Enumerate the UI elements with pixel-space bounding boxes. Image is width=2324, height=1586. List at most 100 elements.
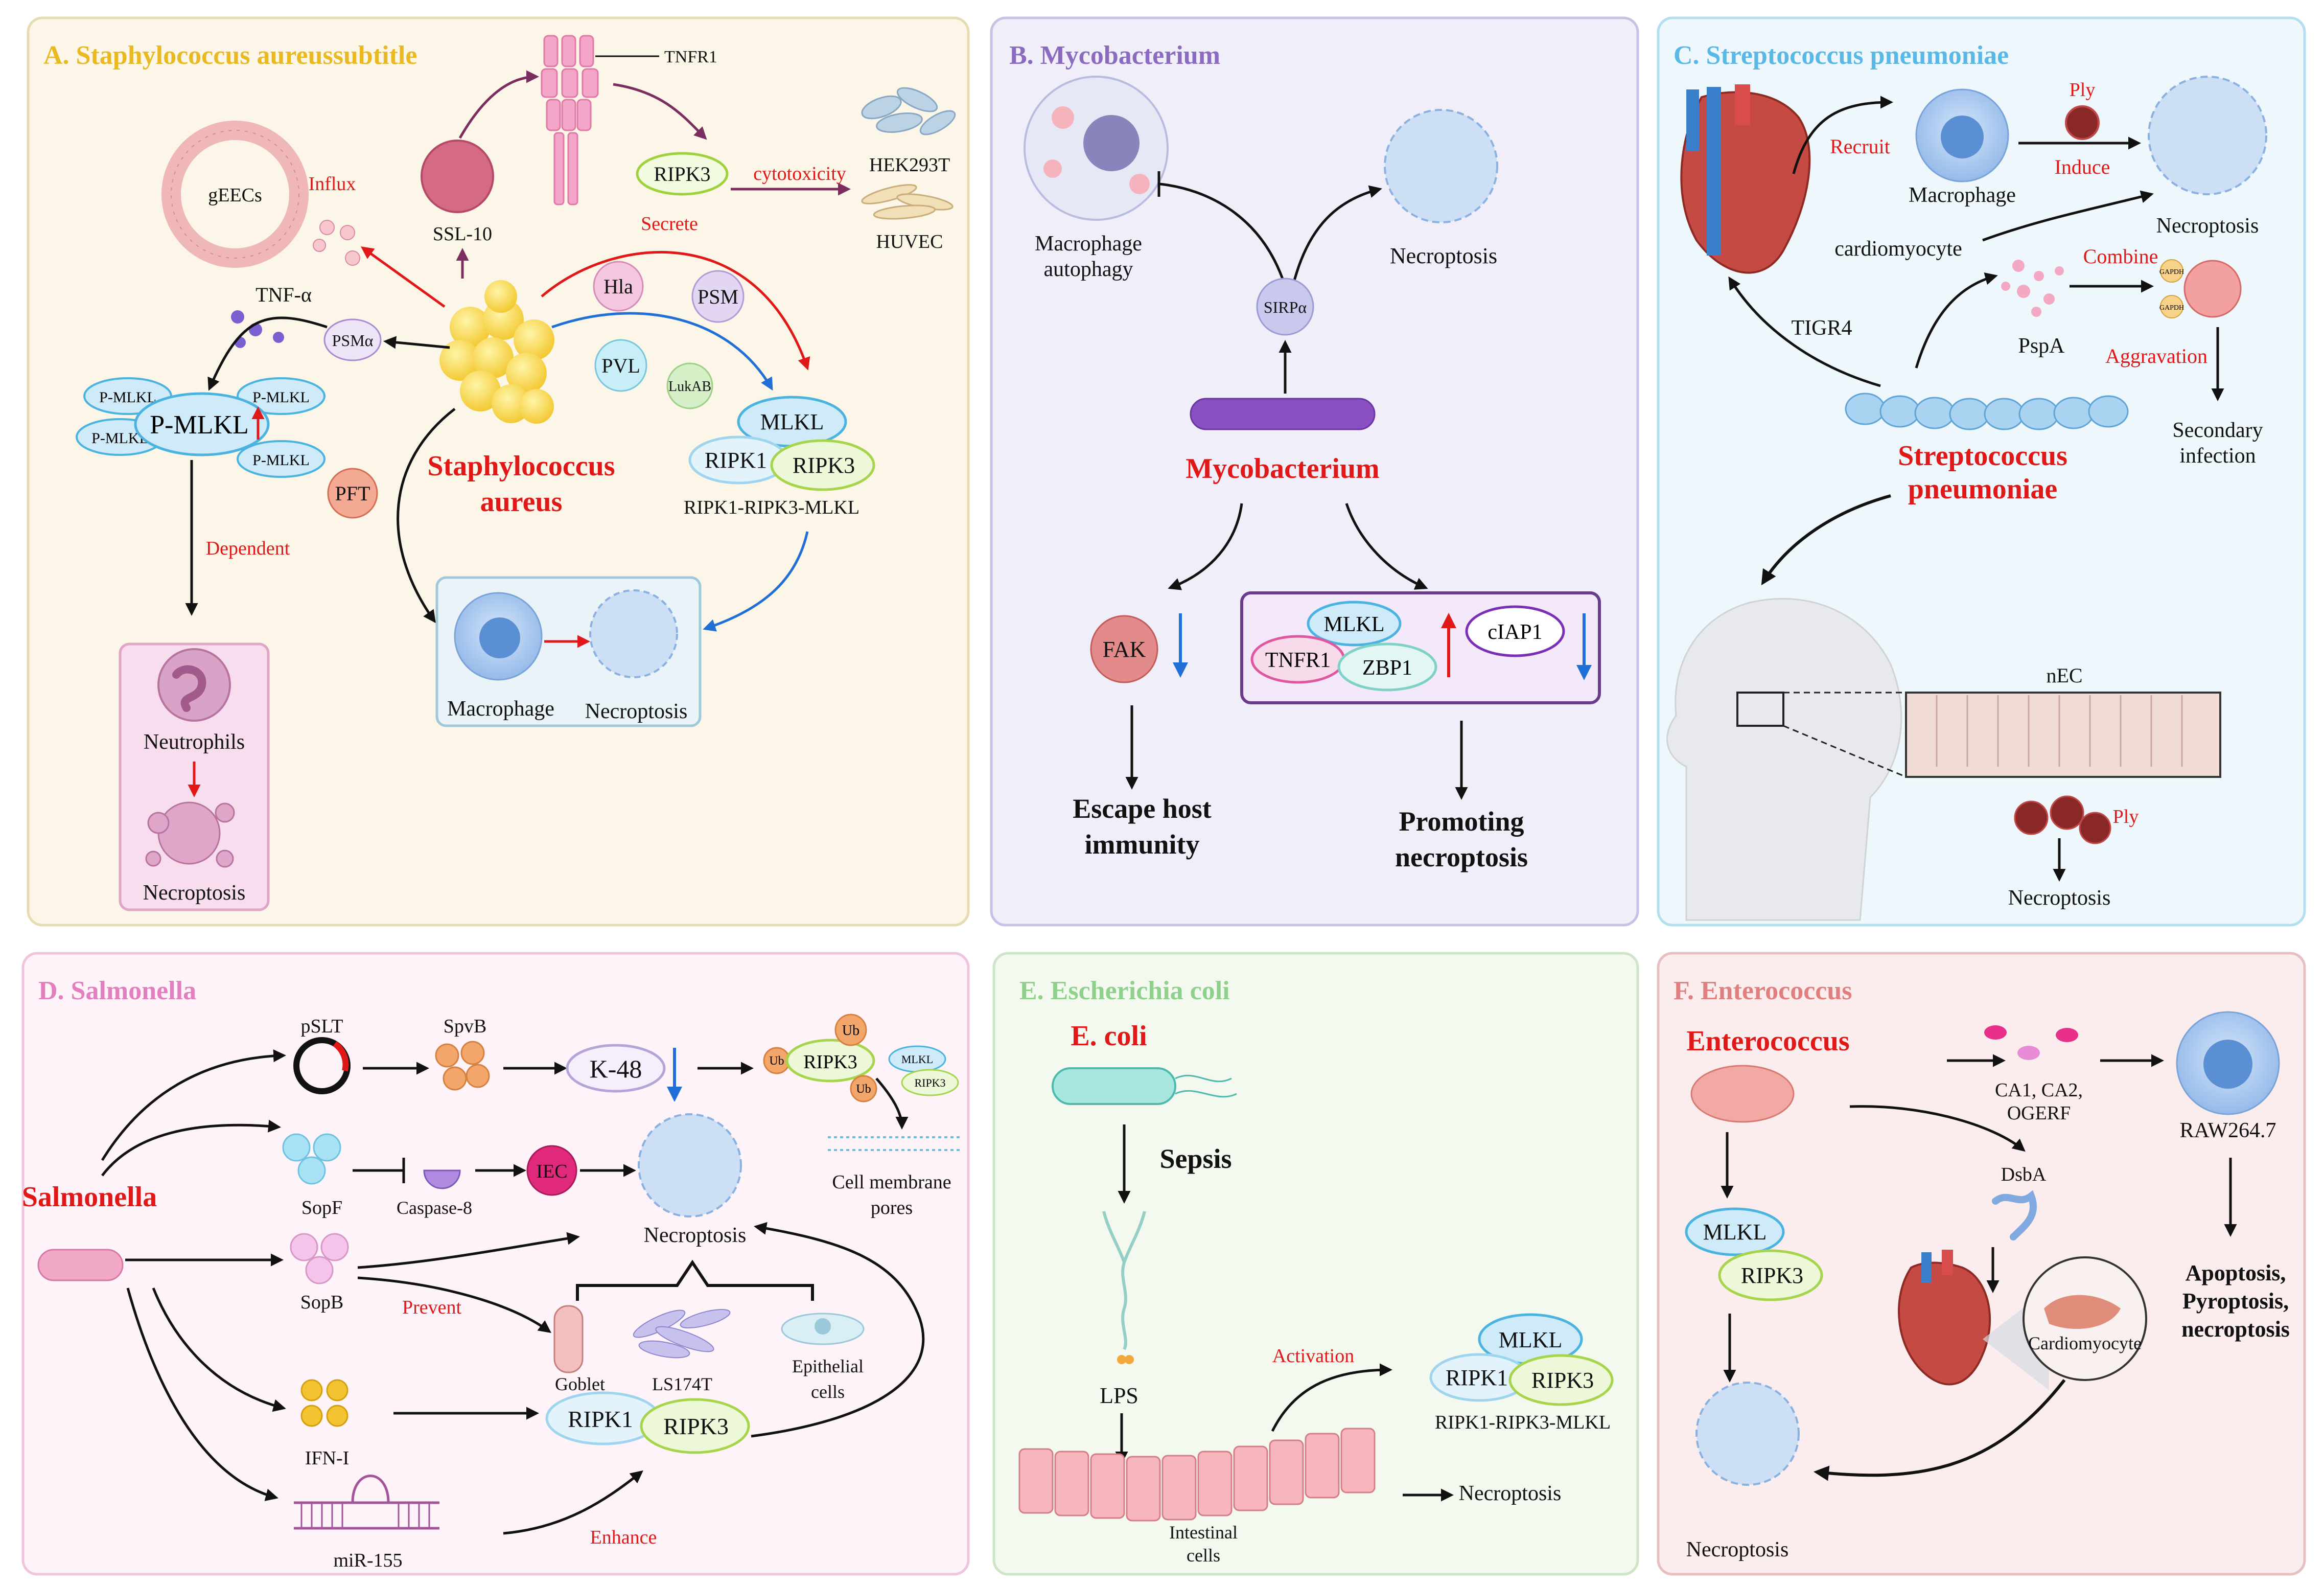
sirpa-label: SIRPα [1264,298,1307,316]
cardiomyocyte-label-f: Cardiomyocyte [2028,1333,2142,1353]
nec-epithelium [1905,692,2221,778]
ripk3-label-e: RIPK3 [1531,1368,1594,1393]
nasal-zoom-box [1736,692,1784,727]
lukab-node [666,362,713,409]
necroptosis-label-d: Necroptosis [644,1224,747,1247]
ub-label-3: Ub [856,1083,871,1096]
pyroptosis-label: Pyroptosis, [2182,1289,2289,1314]
sopf-label: SopF [301,1197,342,1219]
sopb-label: SopB [300,1292,343,1313]
neutrophil-necroptosis-icon [145,801,235,868]
heart-icon-c [1680,84,1811,274]
apoptosis-label: Apoptosis, [2186,1260,2286,1285]
panel-c-title: C. Streptococcus pneumoniae [1674,41,2009,70]
ca-label: CA1, CA2, [1995,1079,2083,1101]
salmonella-icon [37,1249,124,1281]
pneumoniae-label-2: pneumoniae [1908,473,2058,505]
cytotoxicity-label: cytotoxicity [753,163,846,185]
sopb-icon [290,1233,349,1284]
autophagy-label-2: autophagy [1044,258,1133,281]
ply-icon [2065,105,2100,140]
fak-node [1090,615,1158,683]
ripk1-label-a: RIPK1 [705,448,767,473]
svg-text:P-MLKL: P-MLKL [150,410,249,440]
svg-text:P-MLKL: P-MLKL [99,389,156,406]
staph-label-1: Staphylococcus [427,450,615,482]
ls174t-label: LS174T [652,1374,712,1394]
necroptotic-cell-icon-b [1384,109,1498,223]
prevent-label: Prevent [402,1297,462,1318]
ripk3-label: RIPK3 [654,163,710,186]
hek293t-label: HEK293T [869,154,950,176]
epithelial-label-1: Epithelial [792,1356,864,1376]
ssl10-label: SSL-10 [433,223,492,245]
geecs-label: gEECs [208,185,262,206]
pft-label: PFT [335,482,370,505]
mir155-label: miR-155 [333,1550,402,1571]
activation-label: Activation [1272,1345,1354,1367]
ripk3-label-d2: RIPK3 [663,1413,729,1439]
ssl10-icon [421,140,494,213]
lukab-label: LukAB [668,379,711,395]
pslt-label: pSLT [300,1016,343,1037]
enterococcus-icon [1690,1065,1795,1123]
escape-label-2: immunity [1084,829,1199,860]
iec-node [526,1145,577,1196]
human-head-icon [1666,597,1902,921]
ca-proteins-icon [1984,1025,2078,1060]
secondary-label-2: infection [2179,444,2256,468]
pft-node [327,468,378,519]
neutrophil-necroptosis-label: Necroptosis [143,881,246,905]
mlkl-node-f [1685,1207,1785,1256]
escape-label-1: Escape host [1073,793,1212,824]
necroptosis-label-a: Necroptosis [585,700,688,723]
lps-icon [1102,1211,1146,1350]
panel-f-frame [1657,952,2306,1576]
aggravation-label: Aggravation [2105,344,2207,367]
mlkl-label-e: MLKL [1499,1327,1563,1352]
mlkl-label-b: MLKL [1324,613,1385,636]
autophagy-label-1: Macrophage [1035,232,1142,256]
pvl-label: PVL [601,354,640,377]
ripk3-label-d: RIPK3 [803,1051,857,1073]
staph-label-2: aureus [480,486,563,518]
ripk1-label-e: RIPK1 [1446,1365,1508,1390]
necroptosis-label-c: Necroptosis [2156,214,2259,238]
panel-e-title: E. Escherichia coli [1019,976,1230,1005]
complex-label-e: RIPK1-RIPK3-MLKL [1435,1412,1611,1433]
epithelial-label-2: cells [811,1382,845,1402]
hla-node [593,261,644,312]
cell-membrane-pores-icon [828,1136,961,1151]
tnfr1-label: TNFR1 [664,48,717,66]
huvec-cells-icon [861,184,954,220]
tnfr1-label-b: TNFR1 [1265,649,1331,672]
pneumoniae-chain-icon [1845,393,2129,430]
tigr4-label: TIGR4 [1792,316,1852,340]
ply-label-2: Ply [2113,806,2139,828]
intestinal-label-2: cells [1187,1545,1220,1566]
ripk3-node-f [1718,1249,1823,1301]
necroptosis-label-c2: Necroptosis [2008,886,2111,910]
caspase8-icon [423,1169,461,1189]
gapdh-label-2: GAPDH [2159,304,2184,312]
neutrophil-icon [157,648,231,722]
ripk3-label-a: RIPK3 [793,453,855,478]
necroptotic-cell-icon-d [638,1113,742,1217]
ciap1-label: cIAP1 [1488,620,1542,644]
ls174t-cells-icon [633,1308,731,1359]
hek293t-cells-icon [861,87,956,135]
influx-label: Influx [309,173,356,195]
tnfa-label: TNF-α [255,283,312,306]
sepsis-label: Sepsis [1159,1143,1231,1174]
heart-icon-f [1898,1250,1991,1386]
secondary-label-1: Secondary [2172,419,2263,442]
pspa-label: PspA [2018,334,2065,358]
panel-d-title: D. Salmonella [38,976,196,1005]
complex-label-a: RIPK1-RIPK3-MLKL [684,497,859,518]
iec-label: IEC [536,1161,567,1182]
ply-particles-icon [2014,795,2111,844]
calcium-ions-icon [313,220,360,266]
dependent-label: Dependent [206,538,290,559]
ripk3-node-e [1508,1354,1614,1406]
